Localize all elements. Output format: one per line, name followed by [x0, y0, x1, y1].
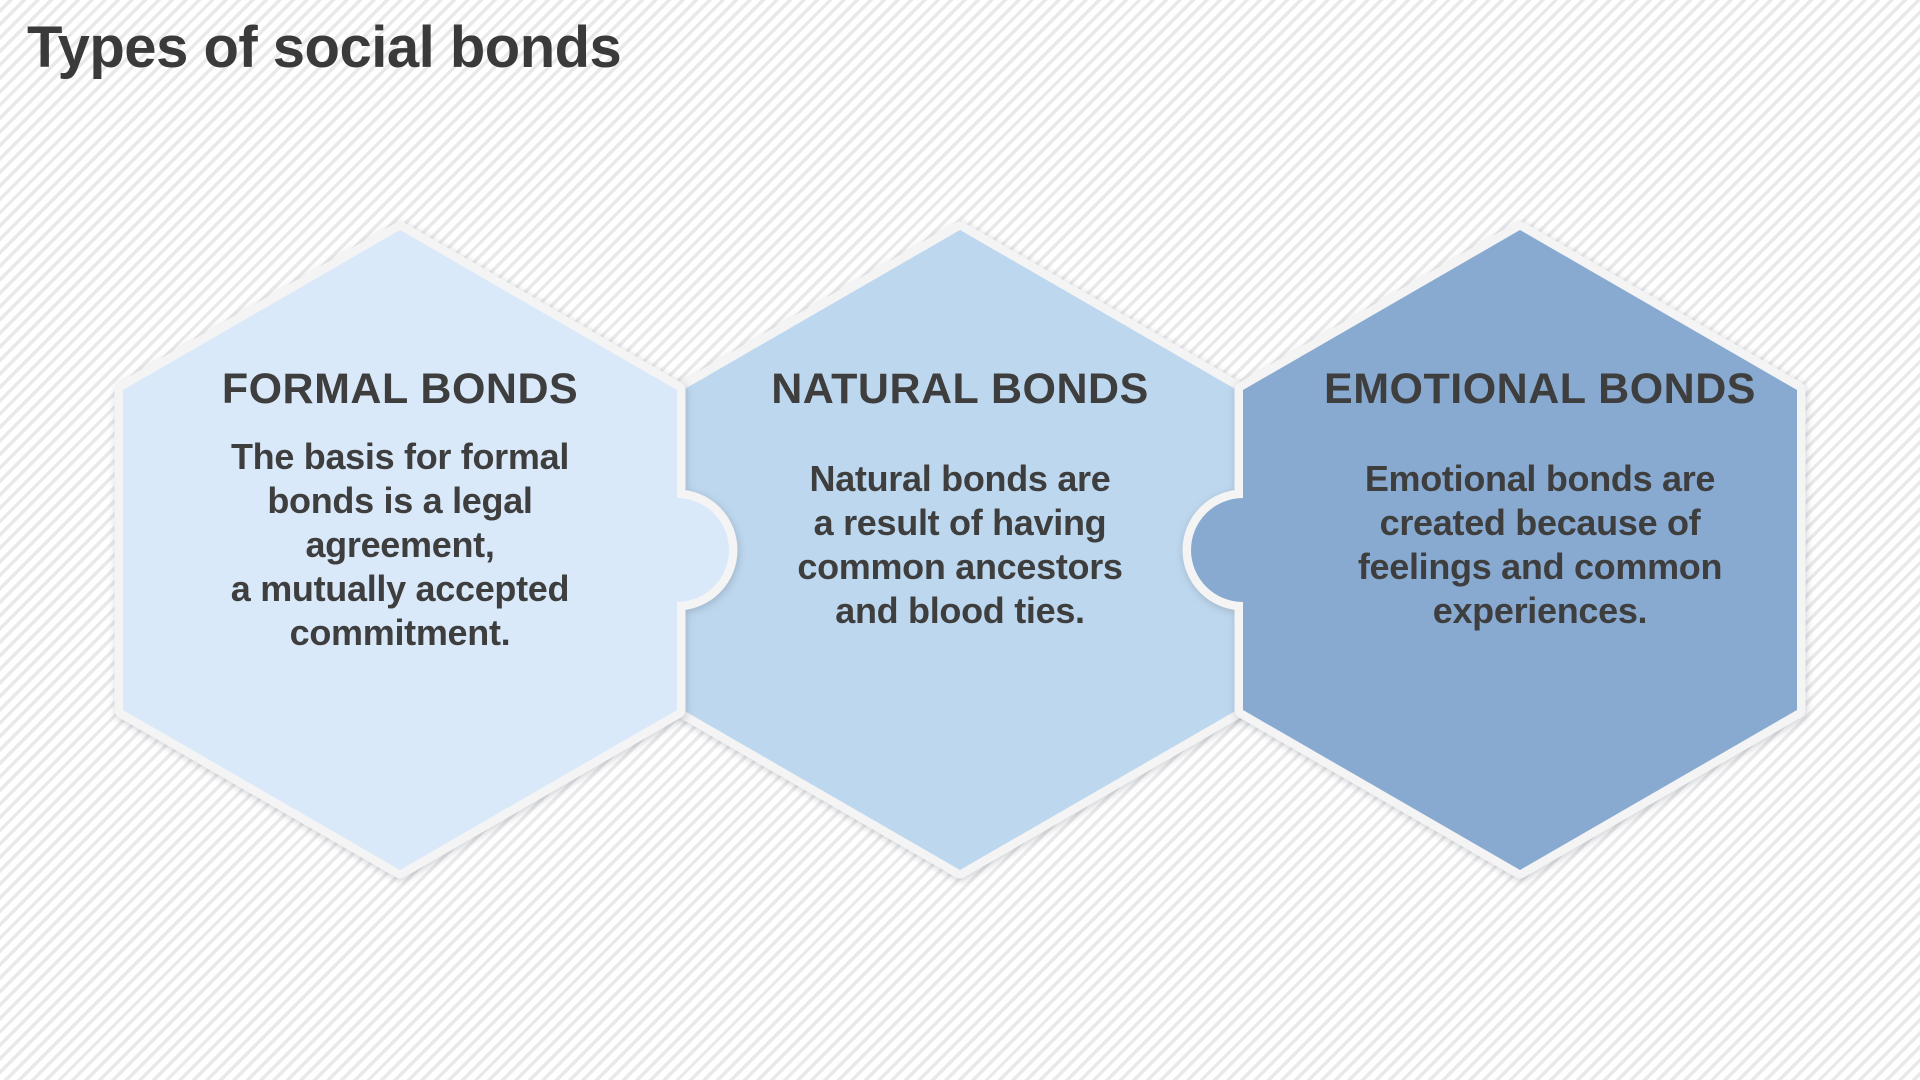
hexagon-emotional-shape — [1182, 221, 1806, 879]
card-formal-body: The basis for formal bonds is a legal ag… — [230, 436, 570, 653]
card-emotional-body: Emotional bonds are created because of f… — [1357, 458, 1723, 631]
card-formal-heading: FORMAL BONDS — [221, 365, 579, 413]
card-emotional-bonds: EMOTIONAL BONDS Emotional bonds are crea… — [1263, 363, 1817, 633]
card-natural-heading: NATURAL BONDS — [771, 365, 1149, 413]
card-formal-bonds: FORMAL BONDS The basis for formal bonds … — [123, 363, 677, 655]
page-title: Types of social bonds — [27, 15, 622, 80]
card-natural-bonds: NATURAL BONDS Natural bonds are a result… — [683, 363, 1237, 633]
hexagon-formal-shape — [114, 221, 738, 879]
card-natural-body: Natural bonds are a result of having com… — [797, 458, 1123, 631]
card-emotional-heading: EMOTIONAL BONDS — [1324, 365, 1756, 413]
